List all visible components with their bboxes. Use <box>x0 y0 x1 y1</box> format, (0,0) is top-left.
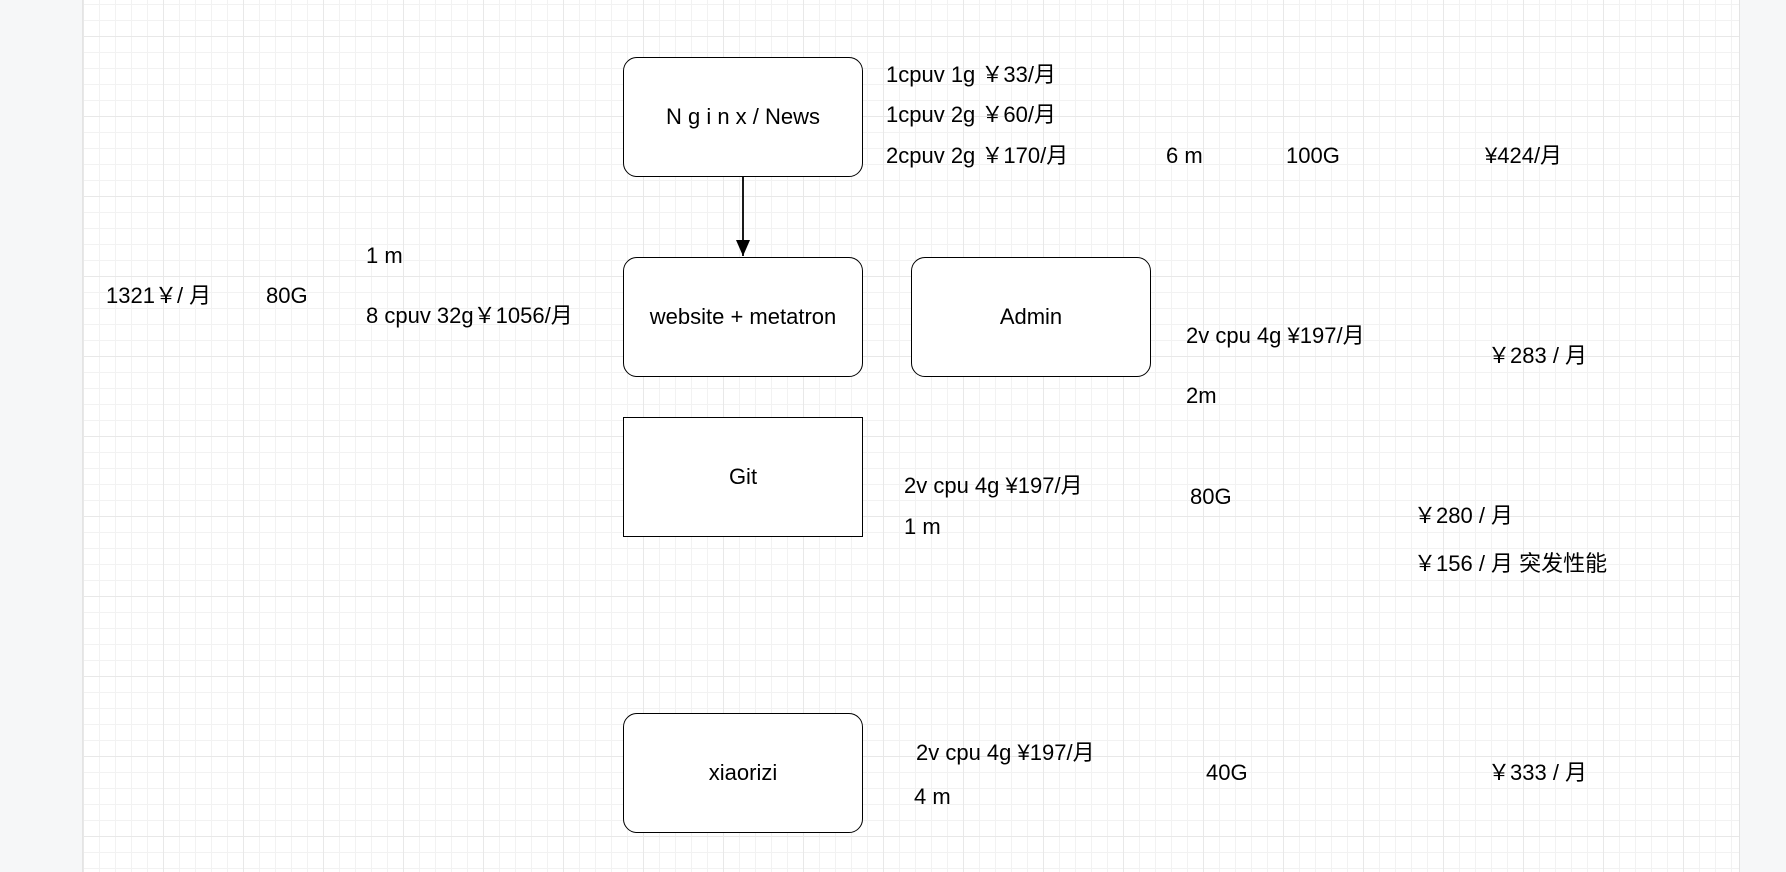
nginx-total-label[interactable]: ¥424/月 <box>1485 143 1563 168</box>
xiaorizi-total-label[interactable]: ￥333 / 月 <box>1488 760 1588 785</box>
git-disk-label[interactable]: 80G <box>1190 484 1232 509</box>
website-bandwidth-label[interactable]: 1 m <box>366 243 403 268</box>
admin-total-label[interactable]: ￥283 / 月 <box>1488 343 1588 368</box>
admin-bandwidth-label[interactable]: 2m <box>1186 383 1217 408</box>
nginx-spec-label-3[interactable]: 2cpuv 2g ￥170/月 <box>886 143 1069 168</box>
diagram-canvas <box>82 0 1740 872</box>
website-disk-label[interactable]: 80G <box>266 283 308 308</box>
nginx-spec-label-2[interactable]: 1cpuv 2g ￥60/月 <box>886 102 1056 127</box>
git-bandwidth-label[interactable]: 1 m <box>904 514 941 539</box>
node-nginx-news[interactable]: N g i n x / News <box>623 57 863 177</box>
git-spec-label[interactable]: 2v cpu 4g ¥197/月 <box>904 473 1083 498</box>
nginx-disk-label[interactable]: 100G <box>1286 143 1340 168</box>
node-admin[interactable]: Admin <box>911 257 1151 377</box>
xiaorizi-spec-label[interactable]: 2v cpu 4g ¥197/月 <box>916 740 1095 765</box>
git-burst-label[interactable]: ￥156 / 月 突发性能 <box>1414 551 1608 576</box>
node-website-metatron[interactable]: website + metatron <box>623 257 863 377</box>
website-spec-label[interactable]: 8 cpuv 32g￥1056/月 <box>366 303 573 328</box>
node-git[interactable]: Git <box>623 417 863 537</box>
xiaorizi-disk-label[interactable]: 40G <box>1206 760 1248 785</box>
nginx-spec-label-1[interactable]: 1cpuv 1g ￥33/月 <box>886 62 1056 87</box>
nginx-bandwidth-label[interactable]: 6 m <box>1166 143 1203 168</box>
node-xiaorizi[interactable]: xiaorizi <box>623 713 863 833</box>
website-total-label[interactable]: 1321￥/ 月 <box>106 283 212 308</box>
admin-spec-label[interactable]: 2v cpu 4g ¥197/月 <box>1186 323 1365 348</box>
xiaorizi-bandwidth-label[interactable]: 4 m <box>914 784 951 809</box>
git-total-label[interactable]: ￥280 / 月 <box>1414 503 1514 528</box>
